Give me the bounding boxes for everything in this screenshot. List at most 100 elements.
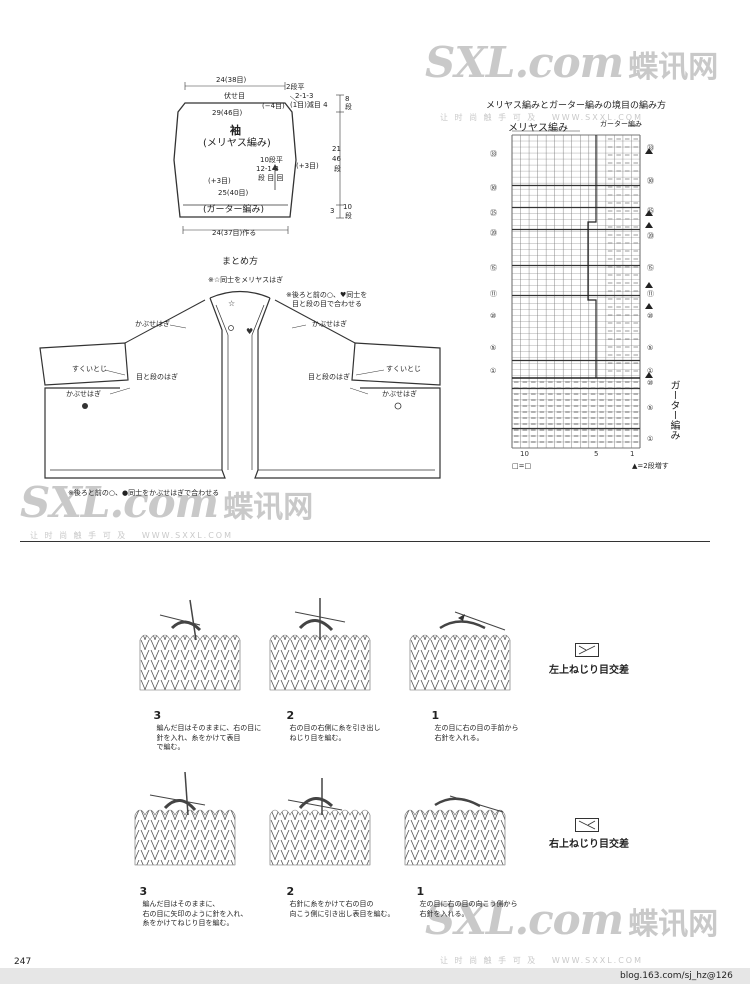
watermark-logo: SXL.com bbox=[425, 38, 624, 87]
sleeve-h-top-unit: 段 bbox=[345, 103, 352, 111]
left-cross-symbol bbox=[575, 643, 599, 657]
row-label-left: ⑤ bbox=[490, 344, 496, 352]
step-number: 2 bbox=[286, 709, 295, 723]
sleeve-inc-count-right: (+3目) bbox=[296, 162, 319, 170]
sleeve-h-bot-unit: 段 bbox=[345, 212, 352, 220]
row-label-left: ⑮ bbox=[490, 264, 497, 272]
sleeve-bind-off: 伏せ目 bbox=[224, 92, 245, 100]
technique-illustrations bbox=[134, 598, 511, 866]
step-row1-2: 2 右の目の右側に糸を引き出し ねじり目を編む。 bbox=[282, 700, 380, 743]
sleeve-cast-on: 24(37目)作る bbox=[212, 229, 257, 237]
row-label-right: ⑪ bbox=[647, 290, 654, 298]
assembly-title: まとめ方 bbox=[222, 257, 259, 267]
row-label-right: ⑤ bbox=[647, 344, 653, 352]
left-cross-title: 左上ねじり目交差 bbox=[549, 665, 629, 676]
swatch-row2-step1 bbox=[404, 795, 506, 866]
swatch-row1-step3 bbox=[139, 599, 241, 691]
row-label-right: ㉝ bbox=[647, 144, 654, 152]
row-label-left: ㉕ bbox=[490, 209, 497, 217]
assembly-note-top: ※☆同士をメリヤスはぎ bbox=[208, 276, 284, 284]
watermark-tagline: 让 时 尚 触 手 可 及 bbox=[440, 956, 538, 965]
row-label-left: ⑪ bbox=[490, 290, 497, 298]
row-label-right: ① bbox=[647, 367, 653, 375]
sleeve-stitch: (メリヤス編み) bbox=[203, 138, 271, 149]
step-description: 右の目の右側に糸を引き出し ねじり目を編む。 bbox=[289, 724, 381, 742]
watermark-cn: 蝶讯网 bbox=[628, 907, 719, 942]
swatch-row2-step2 bbox=[269, 778, 371, 866]
row-label-left: ㉚ bbox=[490, 184, 497, 192]
row-label-left: ① bbox=[490, 367, 496, 375]
increase-triangle bbox=[645, 148, 653, 154]
assembly-note-right-2: 目と段の目で合わせる bbox=[292, 300, 362, 308]
sleeve-inc-count-left: (+3目) bbox=[208, 177, 231, 185]
page-number: 247 bbox=[14, 957, 32, 967]
watermark-url: WWW.SXXL.COM bbox=[141, 531, 233, 540]
sleeve-width-lower: 25(40目) bbox=[218, 189, 249, 197]
watermark-tagline: 让 时 尚 触 手 可 及 bbox=[30, 531, 128, 540]
swatch-row1-step2 bbox=[269, 598, 371, 691]
sleeve-dec-rule-2: (1目)減目 4 bbox=[290, 101, 328, 109]
step-row1-3: 3 編んだ目はそのままに、右の目に 針を入れ、糸をかけて表目 で編む。 bbox=[149, 700, 261, 753]
watermark-url: WWW.SXXL.COM bbox=[551, 113, 643, 122]
boundary-step-line bbox=[587, 135, 597, 378]
increase-triangle bbox=[645, 372, 653, 378]
step-row1-1: 1 左の目に右の目の手前から 右針を入れる。 bbox=[427, 700, 518, 743]
footer-source: blog.163.com/sj_hz@126 bbox=[620, 971, 733, 981]
chart-title: メリヤス編みとガーター編みの境目の編み方 bbox=[486, 101, 667, 111]
chart-garter-side-text: ガーター編み bbox=[668, 380, 679, 440]
sleeve-width-mid: 29(46目) bbox=[212, 109, 243, 117]
svg-text:☆: ☆ bbox=[228, 299, 235, 308]
watermark-tagline-middle: 让 时 尚 触 手 可 及 WWW.SXXL.COM bbox=[30, 530, 233, 541]
footer-bar bbox=[0, 968, 750, 984]
assembly-note-right-1: ※後ろと前の○、♥同士を bbox=[286, 291, 368, 299]
kabuse-right-bottom: かぶせはぎ bbox=[382, 390, 417, 398]
step-description: 編んだ目はそのままに、 右の目に矢印のように針を入れ、 糸をかけてねじり目を編む… bbox=[142, 900, 248, 928]
step-row2-1: 1 左の目に右の目の向こう側から 右針を入れる。 bbox=[412, 876, 517, 919]
section-divider bbox=[20, 541, 710, 542]
row-label-right: ⑩ bbox=[647, 379, 653, 387]
watermark-tagline-bottom: 让 时 尚 触 手 可 及 WWW.SXXL.COM bbox=[440, 955, 643, 966]
increase-triangle bbox=[645, 222, 653, 228]
row-label-left: ⑳ bbox=[490, 229, 497, 237]
watermark-logo: SXL.com bbox=[425, 895, 624, 944]
swatch-row2-step3 bbox=[134, 771, 236, 866]
col-label: 10 bbox=[520, 450, 529, 458]
sleeve-h-mid-unit: 段 bbox=[334, 165, 341, 173]
sleeve-dec-rule-head: 2段平 bbox=[286, 83, 305, 91]
row-label-left: ⑩ bbox=[490, 312, 496, 320]
chart-legend-knit: □=□ bbox=[512, 462, 532, 470]
step-number: 1 bbox=[416, 885, 425, 899]
watermark-logo: SXL.com bbox=[20, 478, 219, 527]
step-number: 2 bbox=[286, 885, 295, 899]
step-number: 3 bbox=[139, 885, 148, 899]
svg-text:♥: ♥ bbox=[246, 327, 253, 336]
chart-label-garter-top: ガーター編み bbox=[600, 120, 642, 128]
sleeve-title: 袖 bbox=[230, 124, 241, 137]
sleeve-h-mid-rows: 46 bbox=[332, 155, 341, 163]
watermark-top-right: SXL.com 蝶讯网 bbox=[425, 38, 718, 87]
step-description: 右針に糸をかけて右の目の 向こう側に引き出し表目を編む。 bbox=[289, 900, 395, 918]
sleeve-h-top: 8 bbox=[345, 95, 350, 103]
sleeve-h-bot-cm: 3 bbox=[330, 207, 335, 215]
col-label: 1 bbox=[630, 450, 634, 458]
row-label-right: ⑩ bbox=[647, 312, 653, 320]
kabuse-left-bottom: かぶせはぎ bbox=[66, 390, 101, 398]
chart-legend-inc: ▲=2段増す bbox=[632, 462, 669, 470]
chart-label-garter-side: ガーター編み bbox=[668, 380, 679, 440]
row-label-right: ⑮ bbox=[647, 264, 654, 272]
watermark-tagline-top: 让 时 尚 触 手 可 及 WWW.SXXL.COM bbox=[440, 112, 643, 123]
right-cross-title: 右上ねじり目交差 bbox=[549, 839, 629, 850]
sleeve-h-bot-rows: 10 bbox=[343, 203, 352, 211]
watermark-tagline: 让 时 尚 触 手 可 及 bbox=[440, 113, 538, 122]
increase-triangle bbox=[645, 210, 653, 216]
step-description: 左の目に右の目の手前から 右針を入れる。 bbox=[434, 724, 519, 742]
sleeve-inc-rule-1: 12-1-3 bbox=[256, 165, 279, 173]
increase-triangle bbox=[645, 303, 653, 309]
row-label-right: ㉕ bbox=[647, 207, 654, 215]
step-description: 左の目に右の目の向こう側から 右針を入れる。 bbox=[419, 900, 518, 918]
watermark-bottom-right: SXL.com 蝶讯网 bbox=[425, 895, 718, 944]
step-number: 3 bbox=[153, 709, 162, 723]
row-label-right: ⑤ bbox=[647, 404, 653, 412]
watermark-url: WWW.SXXL.COM bbox=[551, 956, 643, 965]
